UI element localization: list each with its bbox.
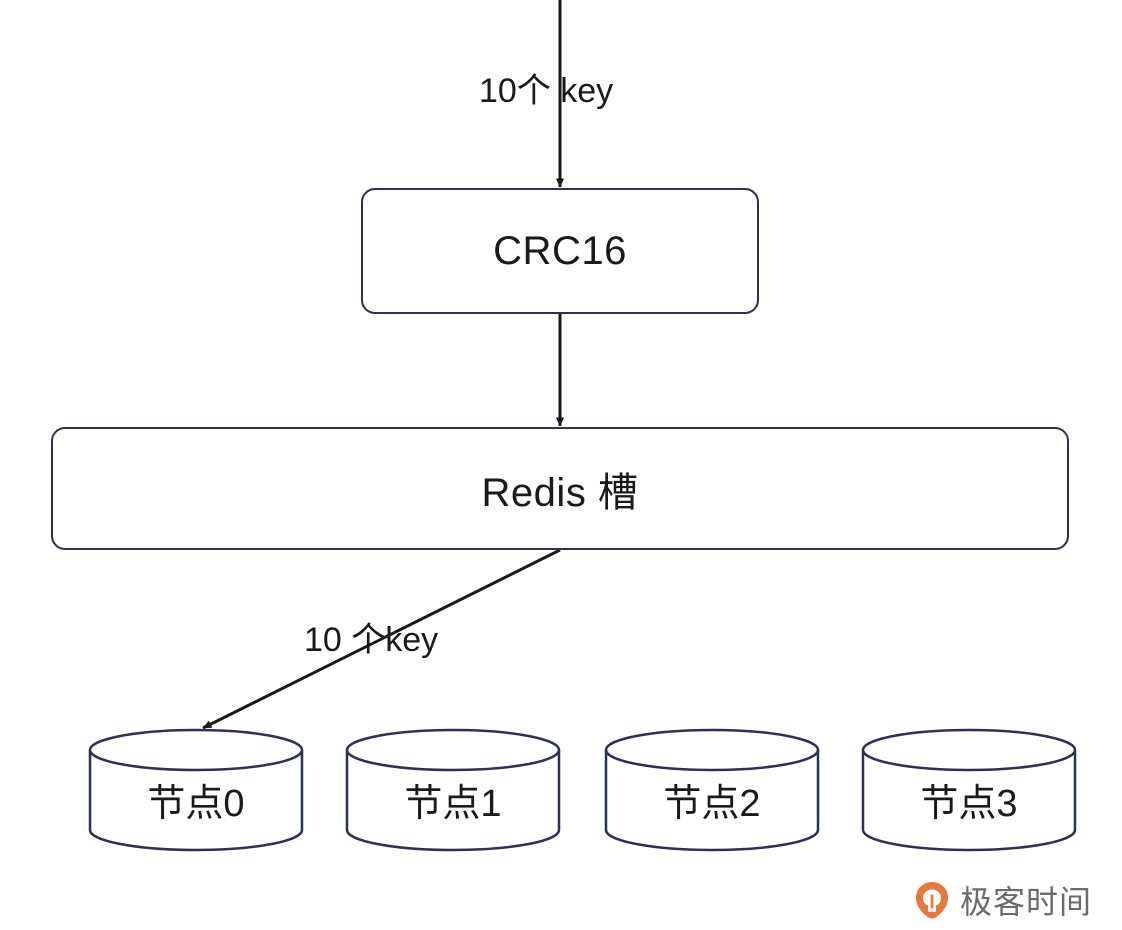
geektime-logo-icon (916, 882, 948, 919)
redis-slot-label: Redis 槽 (481, 470, 639, 515)
crc16-box[interactable]: CRC16 (361, 188, 759, 314)
cylinder-shape-icon (345, 728, 561, 852)
node-cylinder-3[interactable]: 节点3 (861, 728, 1077, 852)
cylinder-shape-icon (604, 728, 820, 852)
edge-label-slot-to-node0: 10 个key (304, 621, 439, 659)
node-cylinder-2[interactable]: 节点2 (604, 728, 820, 852)
edge-label-incoming-keys: 10个 key (479, 72, 614, 110)
cylinder-shape-icon (88, 728, 304, 852)
watermark-text: 极客时间 (960, 884, 1093, 920)
node-cylinder-1[interactable]: 节点1 (345, 728, 561, 852)
node-cylinder-0[interactable]: 节点0 (88, 728, 304, 852)
node-label-1: 节点1 (404, 783, 502, 825)
arrow-slot-to-node0 (202, 548, 561, 730)
watermark: 极客时间 (912, 877, 1092, 923)
node-label-2: 节点2 (663, 783, 761, 825)
crc16-label: CRC16 (493, 228, 627, 273)
cylinder-shape-icon (861, 728, 1077, 852)
node-label-0: 节点0 (147, 783, 245, 825)
redis-slot-box[interactable]: Redis 槽 (51, 427, 1069, 550)
node-label-3: 节点3 (920, 783, 1018, 825)
